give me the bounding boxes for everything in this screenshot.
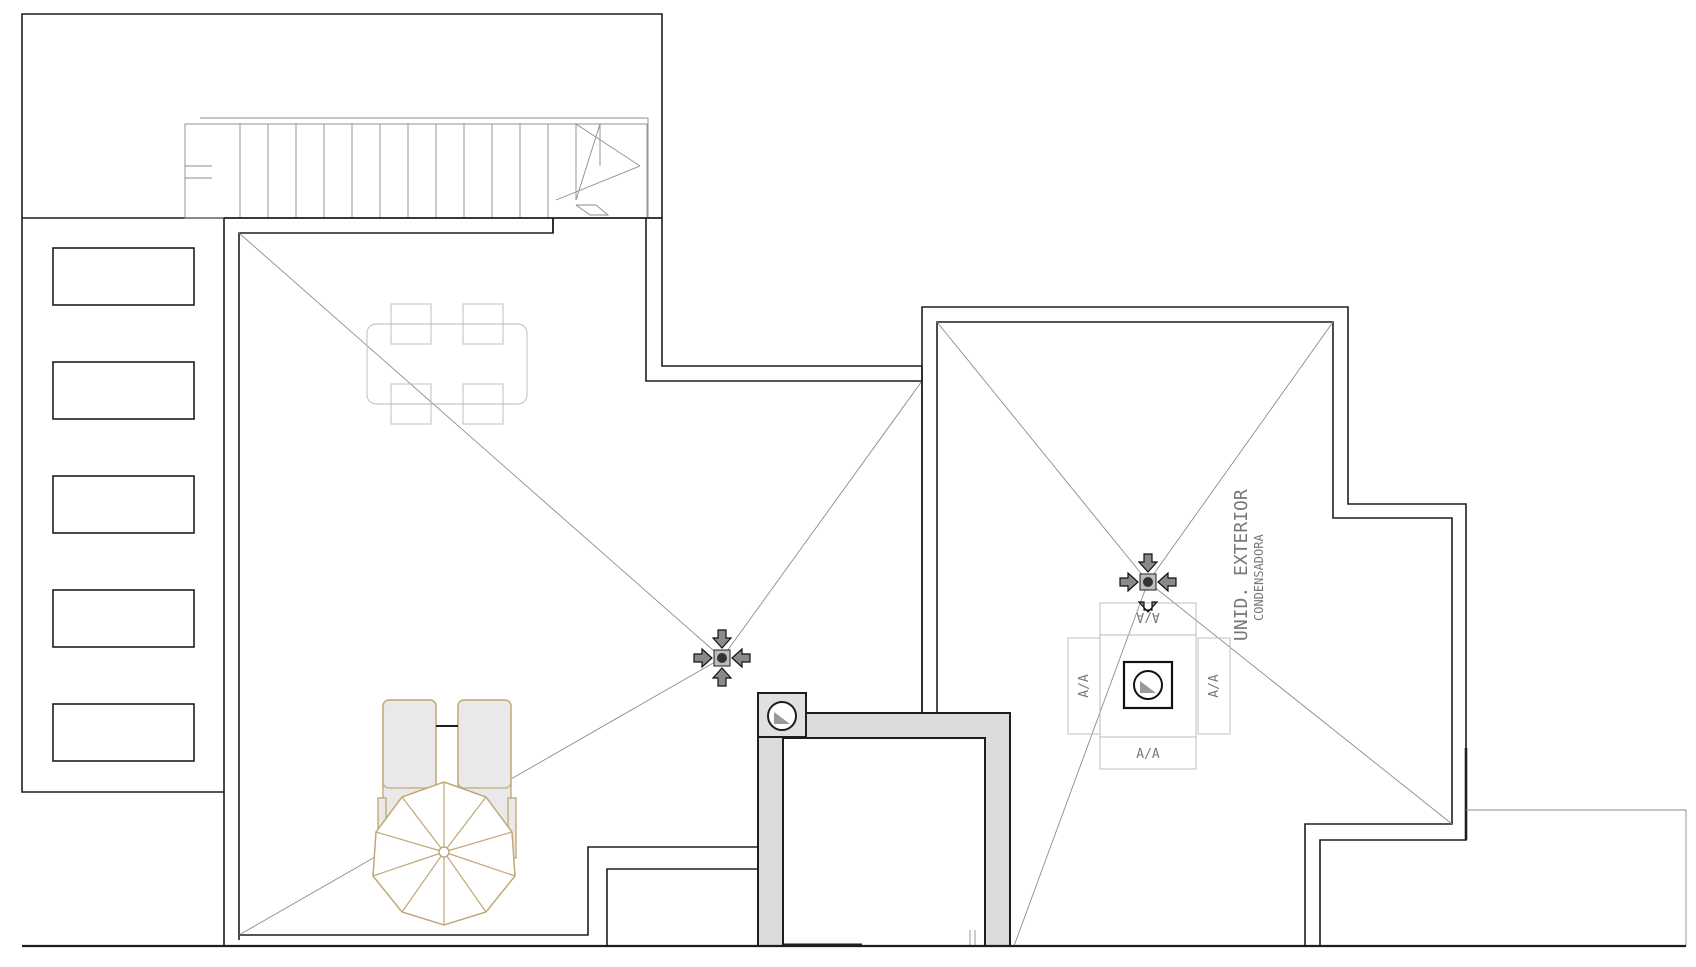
window-1: [52, 247, 195, 306]
window-4: [52, 589, 195, 648]
chair: [462, 303, 504, 345]
stair-block: [21, 13, 663, 219]
ac-unit-right: [1197, 637, 1231, 735]
chair: [390, 383, 432, 425]
dining-table: [366, 303, 528, 425]
parasol-icon: [372, 781, 516, 926]
roof-drain-icon: [1119, 553, 1177, 613]
aa-label-left: A/A: [1077, 674, 1092, 698]
window-5: [52, 703, 195, 762]
aa-label-top: A/A: [1136, 609, 1160, 624]
aa-label-right: A/A: [1207, 674, 1222, 698]
stair-flight: [184, 117, 649, 219]
chair: [462, 383, 504, 425]
roof-drain-icon: [693, 629, 751, 687]
chair: [390, 303, 432, 345]
left-terrace: [224, 217, 923, 946]
unit-exterior-label: UNID. EXTERIOR: [1231, 489, 1252, 641]
window-3: [52, 475, 195, 534]
left-wing: [21, 218, 225, 946]
aa-label-bottom: A/A: [1136, 747, 1160, 762]
ac-unit-group: A/A A/A A/A A/A: [1067, 602, 1231, 770]
condensadora-label: CONDENSADORA: [1252, 534, 1266, 621]
chimney-duct-icon: [757, 692, 807, 738]
right-terrace: [921, 306, 1687, 947]
window-2: [52, 361, 195, 420]
